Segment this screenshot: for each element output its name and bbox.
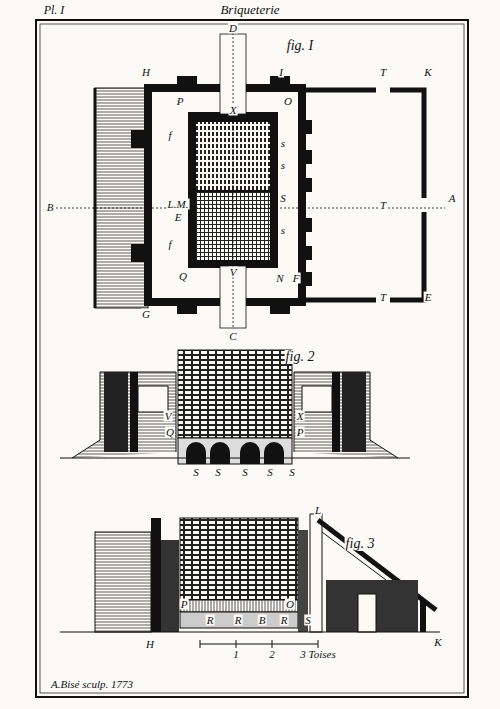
callout-letter: P	[296, 427, 305, 438]
figure-label: fig. 2	[285, 350, 316, 364]
callout-letter: K	[433, 637, 442, 648]
scale-number: 2	[268, 649, 276, 660]
callout-letter: H	[141, 67, 151, 78]
callout-letter: Q	[178, 271, 188, 282]
callout-letter: G	[141, 309, 151, 320]
callout-letter: X	[296, 411, 305, 422]
callout-letter: T	[379, 292, 387, 303]
callout-letter: C	[228, 331, 237, 342]
scale-number: 1	[232, 649, 240, 660]
callout-letter: A	[448, 193, 457, 204]
callout-letter: S	[279, 193, 287, 204]
plate-title: Briqueterie	[218, 2, 281, 18]
callout-letter: E	[424, 292, 433, 303]
callout-letter: R	[234, 615, 243, 626]
callout-letter: L	[314, 505, 322, 516]
callout-letter: V	[229, 267, 238, 278]
callout-letter: R	[280, 615, 289, 626]
callout-letter: D	[228, 23, 238, 34]
callout-letter: Q	[165, 427, 175, 438]
callout-letter: T	[379, 67, 387, 78]
callout-letter: N	[275, 273, 284, 284]
callout-letter: X	[229, 105, 238, 116]
callout-letter: O	[285, 599, 295, 610]
callout-letter: f	[167, 239, 172, 250]
callout-letter: s	[280, 160, 286, 171]
figure-label: fig. 3	[345, 537, 376, 551]
callout-letter: I	[278, 67, 284, 78]
callout-letter: B	[258, 615, 267, 626]
figure-label: fig. I	[286, 39, 314, 53]
callout-letter: F	[292, 273, 301, 284]
callout-letter: S	[266, 467, 274, 478]
callout-letter: L.M.	[167, 199, 190, 210]
callout-letter: f	[167, 130, 172, 141]
engraver-signature: A.Bisé sculp. 1773	[50, 679, 134, 690]
callout-letter: O	[283, 96, 293, 107]
callout-letter: V	[164, 411, 173, 422]
callout-letter: S	[304, 615, 312, 626]
callout-letter: E	[174, 212, 183, 223]
callout-letter: S	[214, 467, 222, 478]
plate-number: Pl. I	[43, 4, 66, 16]
callout-letter: S	[192, 467, 200, 478]
callout-letter: P	[176, 96, 185, 107]
callout-letter: T	[379, 200, 387, 211]
callout-letter: R	[206, 615, 215, 626]
callout-letter: S	[288, 467, 296, 478]
callout-letter: S	[241, 467, 249, 478]
callout-letter: K	[423, 67, 432, 78]
callout-letter: P	[180, 599, 189, 610]
callout-letter: H	[145, 639, 155, 650]
scale-unit: 3 Toises	[299, 649, 336, 660]
callout-letter: B	[46, 202, 55, 213]
callout-letter: s	[280, 225, 286, 236]
callout-letter: s	[280, 138, 286, 149]
